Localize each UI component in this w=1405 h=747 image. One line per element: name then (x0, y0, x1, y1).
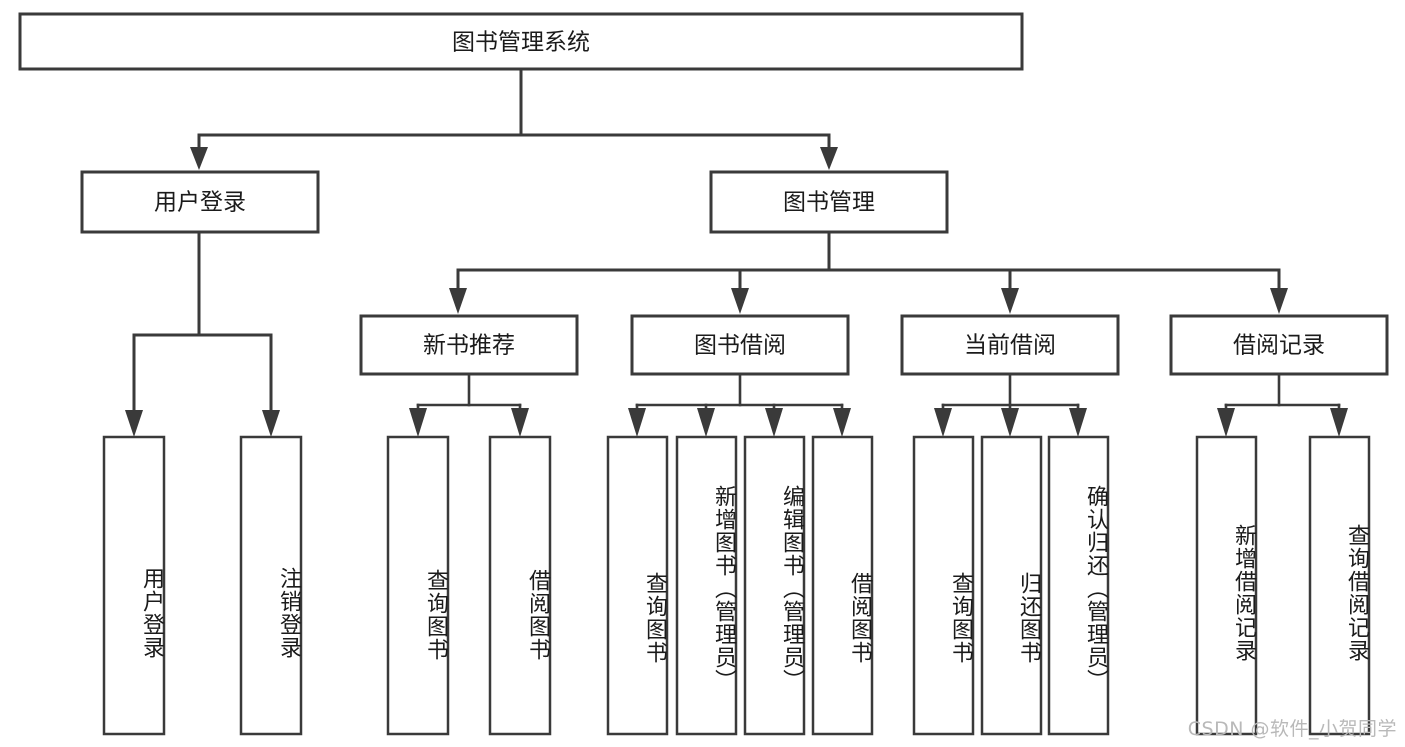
leaf-box-cb-query-book[interactable] (912, 435, 975, 736)
arrowhead-ul-leaf2 (262, 410, 280, 437)
node-user-login-label: 用户登录 (154, 190, 246, 216)
arrowhead-nb-leaf2 (511, 408, 529, 437)
leaf-box-logout[interactable] (239, 435, 303, 736)
leaf-box-nb-borrow-book[interactable] (488, 435, 552, 736)
arrowhead-cb-leaf3 (1069, 408, 1087, 437)
node-root-box[interactable] (18, 12, 1024, 71)
arrowhead-cb-leaf2 (1001, 408, 1019, 437)
arrowhead-book-manage (820, 147, 838, 170)
csdn-watermark: CSDN @软件_小贺同学 (1187, 718, 1397, 740)
arrowhead-ul-leaf1 (125, 410, 143, 437)
node-root-label: 图书管理系统 (452, 30, 590, 56)
leaf-box-br-query-record[interactable] (1308, 435, 1371, 736)
arrowhead-nb-leaf1 (409, 408, 427, 437)
node-book-borrow-box[interactable] (630, 314, 850, 376)
node-current-borrow-box[interactable] (900, 314, 1120, 376)
node-current-borrow-label: 当前借阅 (964, 333, 1056, 359)
node-borrow-record-label: 借阅记录 (1233, 333, 1325, 359)
node-book-borrow-label: 图书借阅 (694, 333, 786, 359)
arrowhead-bb-leaf2 (697, 408, 715, 437)
arrowhead-bb-leaf1 (628, 408, 646, 437)
node-new-book-label: 新书推荐 (423, 333, 515, 359)
leaf-box-cb-return-book[interactable] (980, 435, 1043, 736)
node-borrow-record-box[interactable] (1169, 314, 1389, 376)
leaf-box-cb-confirm-return[interactable] (1047, 435, 1110, 736)
leaf-box-user-login[interactable] (102, 435, 166, 736)
leaf-box-nb-query-book[interactable] (386, 435, 450, 736)
leaf-box-br-add-record[interactable] (1195, 435, 1258, 736)
arrowhead-book-borrow (731, 288, 749, 314)
arrowhead-new-book (449, 288, 467, 314)
leaf-box-bb-borrow-book[interactable] (811, 435, 874, 736)
arrowhead-user-login (190, 147, 208, 170)
arrowhead-br-leaf2 (1330, 408, 1348, 437)
arrowhead-current-borrow (1001, 288, 1019, 314)
leaf-box-bb-edit-book[interactable] (743, 435, 806, 736)
arrowhead-cb-leaf1 (934, 408, 952, 437)
node-book-manage-box[interactable] (709, 170, 949, 234)
arrowhead-borrow-record (1270, 288, 1288, 314)
arrowhead-bb-leaf3 (765, 408, 783, 437)
node-book-manage-label: 图书管理 (783, 190, 875, 216)
leaf-box-bb-add-book[interactable] (675, 435, 738, 736)
node-new-book-box[interactable] (359, 314, 579, 376)
leaf-box-bb-query-book[interactable] (606, 435, 669, 736)
arrowhead-br-leaf1 (1217, 408, 1235, 437)
arrowhead-bb-leaf4 (833, 408, 851, 437)
